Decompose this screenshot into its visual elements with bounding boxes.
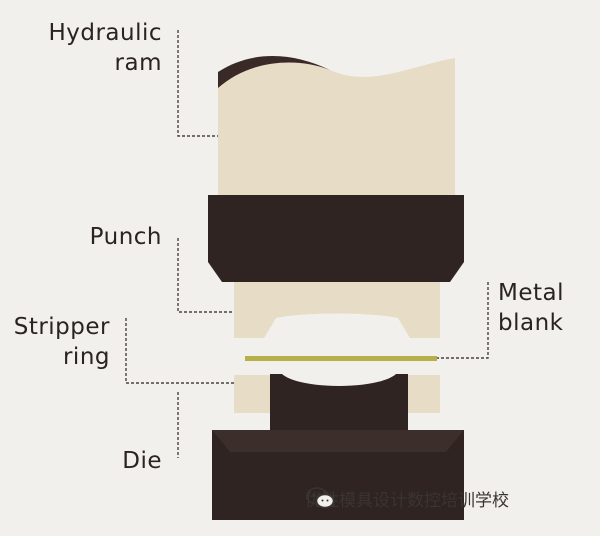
stripper-ring-left (234, 375, 272, 413)
die-base-bevel (212, 430, 464, 452)
label-stripper-ring-line1: Stripper (13, 314, 110, 340)
leader-metal-blank (437, 282, 489, 359)
label-punch: Punch (70, 222, 162, 252)
label-punch-text: Punch (89, 224, 162, 250)
die-base (212, 430, 464, 520)
label-hydraulic-ram-line2: ram (114, 50, 162, 76)
label-hydraulic-ram: Hydraulic ram (44, 18, 162, 78)
die-insert (270, 374, 408, 432)
metal-blank (245, 356, 437, 361)
leader-punch (177, 238, 234, 313)
hydraulic-ram (218, 56, 455, 198)
watermark-text: 优胜模具设计数控培训学校 (305, 491, 509, 511)
punch-holder (208, 195, 464, 282)
label-die-text: Die (122, 448, 162, 474)
label-metal-blank-line2: blank (498, 310, 564, 336)
stripper-ring-right (406, 375, 440, 413)
watermark: 优胜模具设计数控培训学校 (305, 486, 509, 511)
ram-top-cut (218, 56, 330, 88)
label-die: Die (110, 446, 162, 476)
leader-stripper-ring (125, 318, 234, 384)
punch (234, 282, 440, 338)
label-stripper-ring: Stripper ring (6, 312, 110, 372)
label-stripper-ring-line2: ring (62, 344, 110, 370)
leader-hydraulic-ram (177, 30, 218, 137)
label-metal-blank-line1: Metal (498, 280, 564, 306)
label-metal-blank: Metal blank (498, 278, 564, 338)
label-hydraulic-ram-line1: Hydraulic (48, 20, 162, 46)
wechat-icon (306, 487, 335, 509)
